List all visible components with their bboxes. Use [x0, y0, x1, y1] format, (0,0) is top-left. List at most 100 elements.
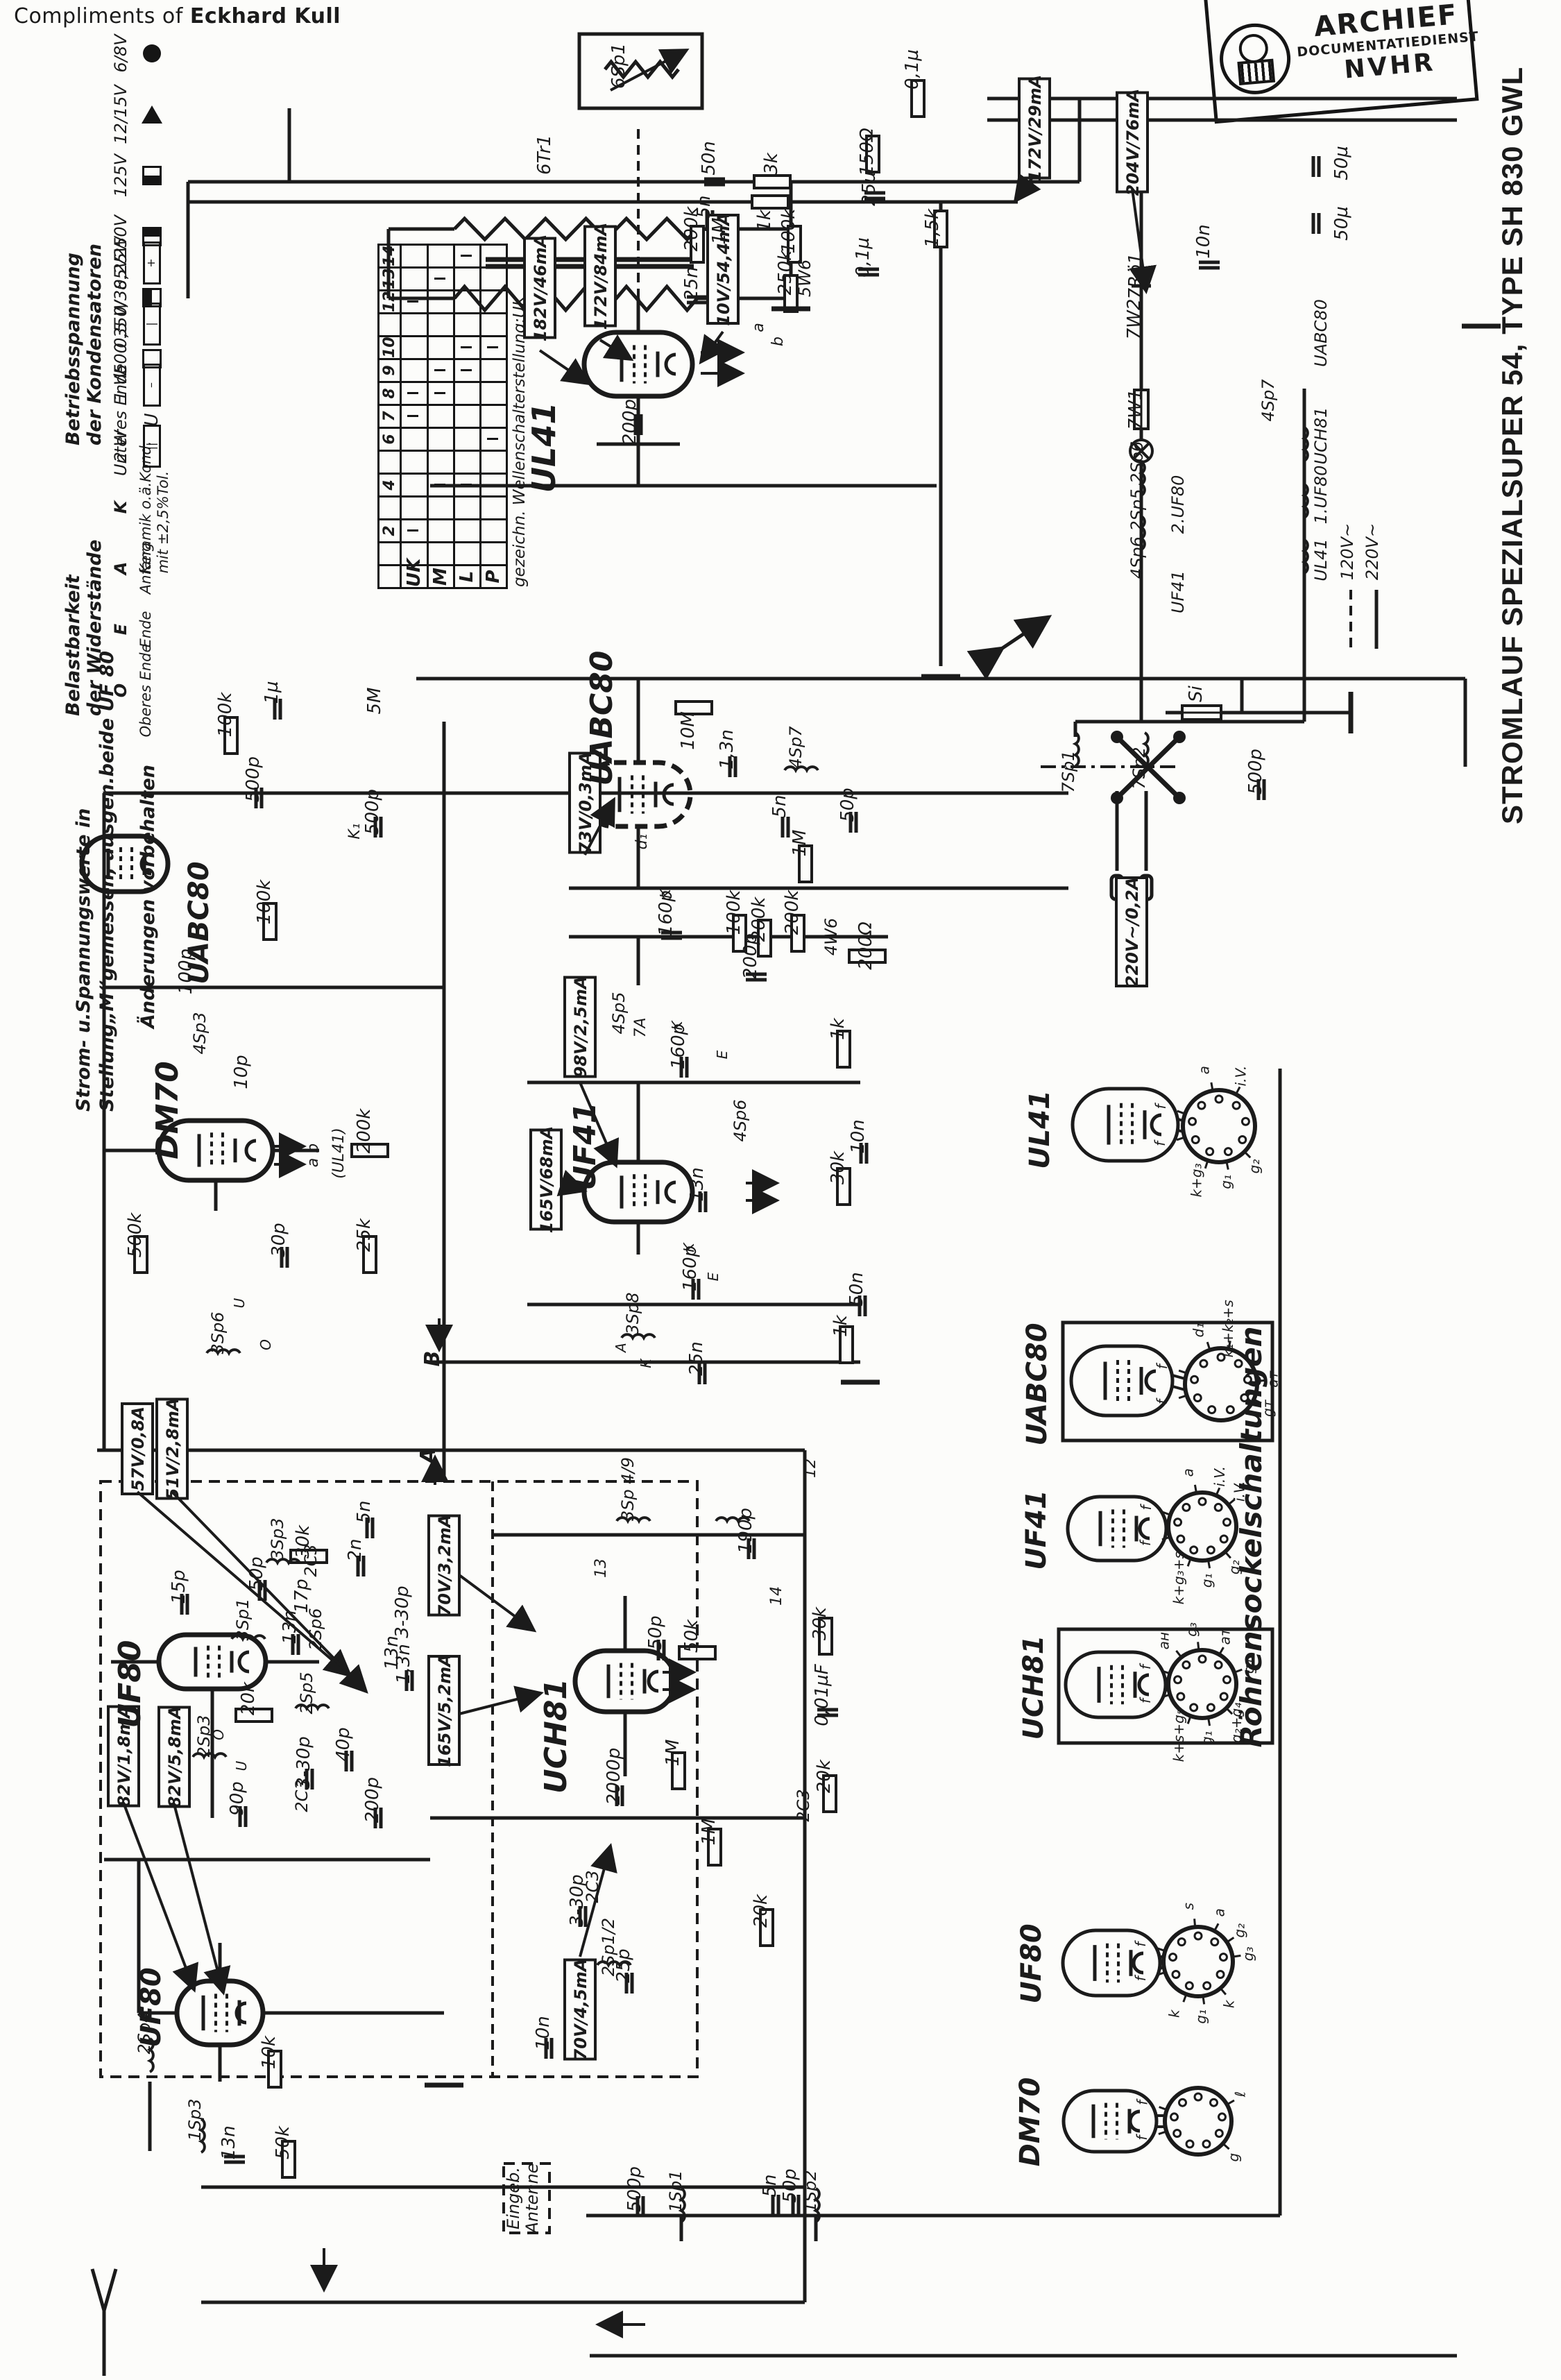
resistor [350, 1143, 389, 1158]
component-label: 15p [169, 1570, 189, 1604]
coil [191, 1752, 228, 1760]
component-label: 160p [668, 1023, 689, 1069]
socket-pin [1170, 2112, 1179, 2122]
socket-pin [1223, 1147, 1233, 1157]
coil [1072, 731, 1080, 767]
pin-tick [1224, 1551, 1231, 1559]
component-label: O [210, 1729, 227, 1740]
socket-ul41 [1070, 1087, 1180, 1163]
pin-label: k [1166, 2009, 1183, 2018]
component-label: DM70 [150, 1061, 185, 1159]
component-label: 13n [687, 1167, 708, 1202]
resistor [865, 135, 880, 173]
pin-label: f [1137, 1663, 1154, 1669]
pointer-arrow [699, 330, 727, 365]
component-label: A [416, 1447, 441, 1465]
component-label: UL41 [1024, 1090, 1056, 1169]
component-label: 10n [1193, 224, 1214, 259]
pin-tick [1157, 1971, 1166, 1976]
socket-pin [1176, 1534, 1186, 1544]
socket-lead [1172, 1374, 1186, 1380]
pin-label: f [1134, 2134, 1150, 2141]
socket-pin [1238, 1135, 1247, 1144]
pin-tick [1210, 1082, 1214, 1091]
component-label: 10M [678, 711, 699, 750]
pin-tick [1193, 1484, 1197, 1494]
component-label: 5n [769, 794, 790, 817]
component-label: 2C3 [292, 1779, 312, 1812]
measurement-box [706, 214, 740, 325]
measurement-value: 10V/54,4mA [714, 212, 733, 326]
component-label: 100k [254, 879, 275, 925]
socket-uabc80-base [1183, 1346, 1259, 1422]
socket-dm70 [1061, 2089, 1159, 2154]
component-label: Röhrensockelschaltungen [1234, 1326, 1268, 1747]
pin-tick [1226, 1937, 1235, 1944]
pin-label: i.V. [1232, 1066, 1249, 1087]
pin-label: g₁ [1199, 1573, 1215, 1588]
component-label: UABC80 [584, 651, 620, 786]
pin-tick [1157, 1947, 1166, 1952]
component-label: UABC80 [1311, 299, 1331, 367]
pointer-arrow [1013, 173, 1041, 204]
component-label: 1Sp1 [666, 2170, 685, 2212]
pin-label: aᴛ [1217, 1627, 1234, 1644]
component-label: 25n [681, 266, 702, 301]
component-label: 30k [828, 1150, 848, 1184]
component-label: 5n [354, 1500, 375, 1523]
component-label: K [657, 888, 674, 899]
component-label: 20k [238, 1681, 259, 1715]
pin-label: a [1196, 1066, 1213, 1074]
component-label: 50p [837, 788, 858, 822]
tube-uf80-fm [156, 1632, 268, 1692]
resistor [839, 1325, 854, 1364]
socket-pin [1188, 1116, 1197, 1126]
component-label: 20k [814, 1759, 835, 1793]
pin-tick [1158, 2130, 1167, 2135]
component-label: 50µ [1331, 146, 1352, 180]
compliments-name: Eckhard Kull [189, 4, 341, 28]
socket-pin [1214, 2129, 1224, 2138]
socket-pin [1240, 1116, 1250, 1126]
pointer-arrow [173, 1803, 231, 1996]
component-label: 250k [775, 250, 796, 296]
socket-pin [1202, 2139, 1211, 2149]
pointer-arrow [610, 49, 690, 92]
pointer-arrow [122, 1802, 198, 1993]
tube-stem [664, 352, 676, 376]
socket-pin [1173, 1518, 1183, 1527]
socket-pin [1190, 1375, 1200, 1384]
measurement-value: 70V/4,5mA [571, 1959, 590, 2061]
socket-pin [1225, 1405, 1235, 1415]
pin-tick [1197, 1642, 1200, 1651]
pointer-arrow [171, 1490, 368, 1694]
resistor [836, 1167, 851, 1206]
component-label: 10n [533, 2016, 554, 2050]
pin-label: k [1220, 1999, 1237, 2008]
component-label: 40p [333, 1727, 354, 1762]
socket-pin [1171, 1970, 1181, 1979]
pointer-arrow [136, 1490, 353, 1678]
socket-pin [1234, 1359, 1243, 1368]
component-label: 200Ω [855, 921, 876, 970]
pin-label: a [1211, 1908, 1228, 1916]
tube-stem [1150, 1113, 1162, 1137]
pin-label: f [1137, 1697, 1154, 1703]
socket-ul41-base [1181, 1088, 1257, 1164]
socket-pin [1206, 1703, 1215, 1712]
socket-pin [1197, 1497, 1207, 1506]
resistor [678, 1645, 717, 1660]
component-label: 2Sp6 [306, 1608, 325, 1650]
component-label: Eingeb. [504, 2167, 523, 2229]
pin-label: g₂+g₄ [1228, 1703, 1245, 1743]
measurement-value: 57V/0,8A [128, 1406, 148, 1491]
component-label: 4Sp5 [609, 992, 629, 1034]
resistor [362, 1235, 377, 1274]
socket-pin [1189, 1703, 1199, 1712]
component-label: UF80 [1016, 1923, 1048, 2003]
dashed-enclosure [99, 1480, 699, 2078]
coil [678, 2187, 686, 2223]
component-label: 5W6 [795, 260, 814, 297]
pin-label: g₂ [1231, 1923, 1247, 1938]
pin-label: k+g₃+s [1170, 1552, 1187, 1604]
